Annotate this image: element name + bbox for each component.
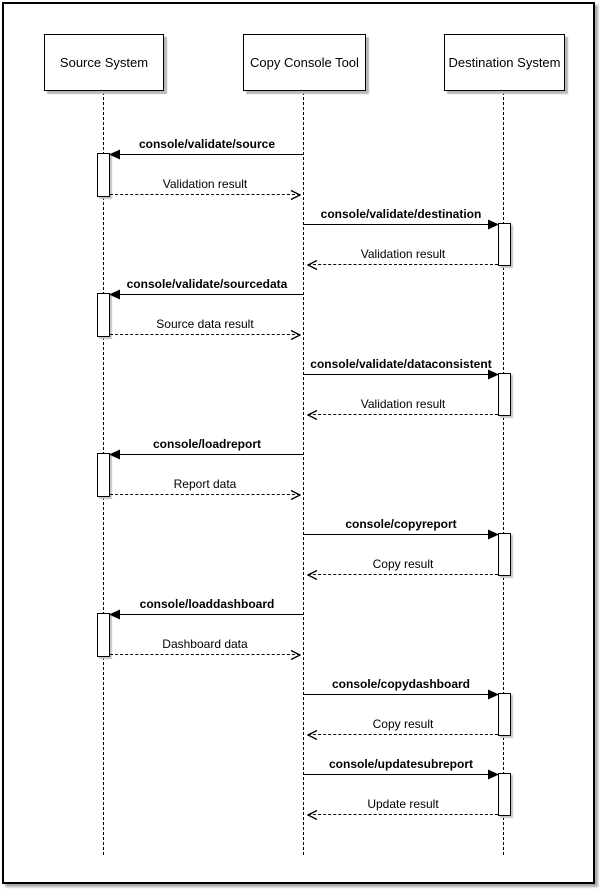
filled-arrowhead-icon [109, 149, 120, 160]
message-label: console/validate/sourcedata [126, 277, 288, 291]
dashed-arrow-line [110, 329, 301, 341]
return-message: Copy result [307, 717, 498, 741]
dashed-arrow-line [110, 649, 301, 661]
return-message: Source data result [110, 317, 301, 341]
return-message: Copy result [307, 557, 498, 581]
participant-copy-console-tool: Copy Console Tool [243, 34, 366, 91]
dashed-arrow-line [307, 569, 498, 581]
request-message: console/validate/sourcedata [109, 277, 304, 300]
message-label: console/copyreport [345, 517, 457, 531]
request-message: console/loaddashboard [109, 597, 304, 620]
solid-arrow-line [109, 289, 304, 300]
message-label: Copy result [372, 717, 434, 731]
activation-bar [498, 533, 511, 576]
return-message: Validation result [307, 247, 498, 271]
message-label: Source data result [156, 317, 254, 331]
participant-destination-system: Destination System [444, 34, 565, 91]
message-label: Validation result [360, 247, 446, 261]
request-message: console/copydashboard [304, 677, 499, 700]
activation-bar [97, 613, 110, 657]
solid-arrow-line [304, 689, 499, 700]
open-arrowhead-icon [307, 259, 318, 271]
message-label: console/validate/dataconsistent [310, 357, 492, 371]
participant-label: Copy Console Tool [250, 55, 359, 70]
solid-arrow-line [304, 219, 499, 230]
request-message: console/validate/dataconsistent [304, 357, 499, 380]
solid-arrow-line [304, 769, 499, 780]
message-label: Validation result [360, 397, 446, 411]
return-message: Validation result [110, 177, 301, 201]
filled-arrowhead-icon [109, 449, 120, 460]
open-arrowhead-icon [307, 409, 318, 421]
activation-bar [498, 223, 511, 266]
message-label: console/validate/source [138, 137, 276, 151]
diagram-frame: Source System Copy Console Tool Destinat… [2, 2, 595, 884]
activation-bar [498, 693, 511, 736]
open-arrowhead-icon [307, 569, 318, 581]
participant-label: Source System [59, 55, 149, 70]
activation-bar [498, 773, 511, 816]
solid-arrow-line [109, 609, 304, 620]
message-label: Validation result [162, 177, 248, 191]
message-label: console/validate/destination [320, 207, 482, 221]
open-arrowhead-icon [290, 329, 301, 341]
request-message: console/validate/destination [304, 207, 499, 230]
return-message: Dashboard data [110, 637, 301, 661]
message-label: console/loaddashboard [139, 597, 275, 611]
dashed-arrow-line [110, 489, 301, 501]
filled-arrowhead-icon [488, 219, 499, 230]
participant-source-system: Source System [44, 34, 164, 91]
participant-label: Destination System [448, 55, 561, 70]
request-message: console/loadreport [109, 437, 304, 460]
message-label: console/loadreport [152, 437, 262, 451]
request-message: console/updatesubreport [304, 757, 499, 780]
activation-bar [97, 153, 110, 197]
dashed-arrow-line [307, 809, 498, 821]
activation-bar [97, 293, 110, 337]
open-arrowhead-icon [307, 729, 318, 741]
open-arrowhead-icon [290, 649, 301, 661]
message-label: Copy result [372, 557, 434, 571]
message-label: Dashboard data [162, 637, 248, 651]
open-arrowhead-icon [307, 809, 318, 821]
lifeline-copy-console-tool [303, 92, 304, 855]
message-label: Update result [367, 797, 439, 811]
dashed-arrow-line [307, 259, 498, 271]
activation-bar [498, 373, 511, 416]
filled-arrowhead-icon [109, 609, 120, 620]
request-message: console/validate/source [109, 137, 304, 160]
activation-bar [97, 453, 110, 497]
filled-arrowhead-icon [488, 689, 499, 700]
lifeline-destination-system [503, 92, 504, 855]
solid-arrow-line [304, 369, 499, 380]
dashed-arrow-line [110, 189, 301, 201]
filled-arrowhead-icon [109, 289, 120, 300]
message-label: Report data [173, 477, 237, 491]
dashed-arrow-line [307, 409, 498, 421]
solid-arrow-line [109, 449, 304, 460]
return-message: Update result [307, 797, 498, 821]
return-message: Validation result [307, 397, 498, 421]
filled-arrowhead-icon [488, 769, 499, 780]
message-label: console/copydashboard [331, 677, 471, 691]
filled-arrowhead-icon [488, 369, 499, 380]
open-arrowhead-icon [290, 489, 301, 501]
dashed-arrow-line [307, 729, 498, 741]
filled-arrowhead-icon [488, 529, 499, 540]
message-label: console/updatesubreport [328, 757, 474, 771]
open-arrowhead-icon [290, 189, 301, 201]
solid-arrow-line [304, 529, 499, 540]
request-message: console/copyreport [304, 517, 499, 540]
solid-arrow-line [109, 149, 304, 160]
return-message: Report data [110, 477, 301, 501]
